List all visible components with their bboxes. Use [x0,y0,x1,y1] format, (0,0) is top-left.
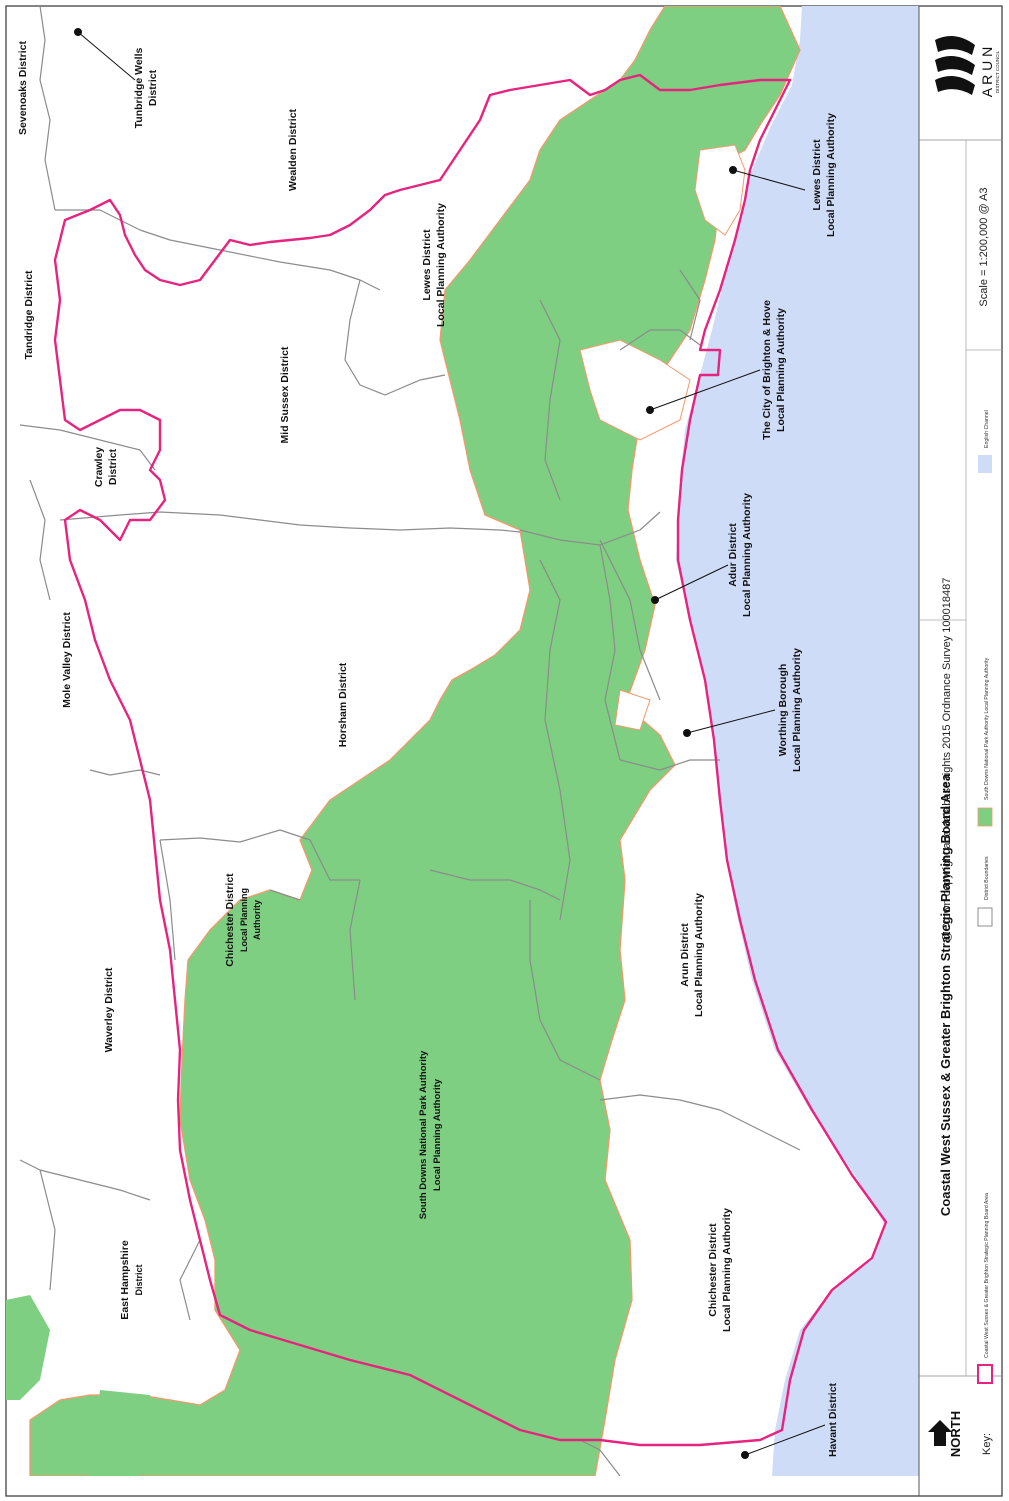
copyright-notice: @Crown copyright and database rights 201… [941,578,953,943]
label-east-hampshire-2: District [134,1264,144,1295]
map-frame [6,6,919,1476]
key-label-national-park: South Downs National Park Authority Loca… [984,657,990,800]
label-chichester-north: Chichester District [224,873,236,967]
label-waverley: Waverley District [103,967,115,1052]
label-chichester-north-3: Authority [252,900,262,940]
place-labels: Sevenoaks District Tunbridge Wells Distr… [17,41,839,1458]
label-chichester-south: Chichester District [707,1223,719,1317]
label-wealden: Wealden District [287,108,299,191]
label-adur: Adur District [727,523,739,587]
label-chichester-north-2: Local Planning [239,888,249,952]
logo-name: A R U N [979,47,995,98]
label-arun-2: Local Planning Authority [693,893,705,1017]
label-brighton-2: Local Planning Authority [775,308,787,432]
key-swatch-district-boundaries [977,907,993,927]
label-mole-valley: Mole Valley District [61,612,73,708]
label-lewes-south: Lewes District [811,139,823,211]
board-area-boundary [53,73,888,1447]
key-label-english-channel: English Channel [984,410,990,448]
label-south-downs: South Downs National Park Authority [418,1050,429,1219]
label-lewes-north-2: Local Planning Authority [435,203,447,327]
key-heading: Key: [981,1433,993,1455]
national-park-fragment [90,1390,160,1476]
label-lewes-south-2: Local Planning Authority [825,113,837,237]
north-arrow: NORTH [928,1411,963,1457]
key-swatch-national-park [977,807,993,827]
label-arun: Arun District [679,923,691,987]
label-adur-2: Local Planning Authority [741,493,753,617]
logo-subtitle: DISTRICT COUNCIL [995,50,1000,93]
north-label: NORTH [948,1411,963,1457]
label-mid-sussex: Mid Sussex District [279,346,291,443]
label-chichester-south-2: Local Planning Authority [721,1208,733,1332]
label-leaders [74,28,826,1459]
english-channel-area [676,6,919,1476]
arun-logo: A R U N DISTRICT COUNCIL [935,36,1000,97]
key-label-district-boundaries: District Boundaries [984,856,990,900]
label-brighton: The City of Brighton & Hove [761,300,773,440]
label-sevenoaks: Sevenoaks District [17,41,29,135]
label-east-hampshire: East Hampshire [119,1240,131,1320]
label-crawley: Crawley [93,447,105,487]
label-south-downs-2: Local Planning Authority [432,1078,443,1191]
label-tunbridge-wells-2: District [147,69,159,106]
label-tandridge: Tandridge District [23,270,35,360]
label-lewes-north: Lewes District [421,229,433,301]
label-worthing: Worthing Borough [777,664,789,757]
key-label-board-area: Coastal West Sussex & Greater Brighton S… [984,1193,990,1358]
legend-panel: A R U N DISTRICT COUNCIL @Crown copyrigh… [918,6,1002,1496]
national-park-fragment [6,1295,50,1400]
label-havant: Havant District [827,1382,839,1457]
label-crawley-2: District [107,448,119,485]
label-worthing-2: Local Planning Authority [791,648,803,772]
map-title: Coastal West Sussex & Greater Brighton S… [938,773,953,1216]
key-swatch-english-channel [978,455,992,473]
urban-enclave [579,339,691,441]
district-boundaries [19,6,801,1476]
label-tunbridge-wells: Tunbridge Wells [133,47,145,128]
scale-statement: Scale = 1:200,000 @ A3 [978,187,990,306]
urban-enclave [614,689,651,731]
key-swatch-board-area [977,1364,993,1384]
label-horsham: Horsham District [337,662,349,747]
